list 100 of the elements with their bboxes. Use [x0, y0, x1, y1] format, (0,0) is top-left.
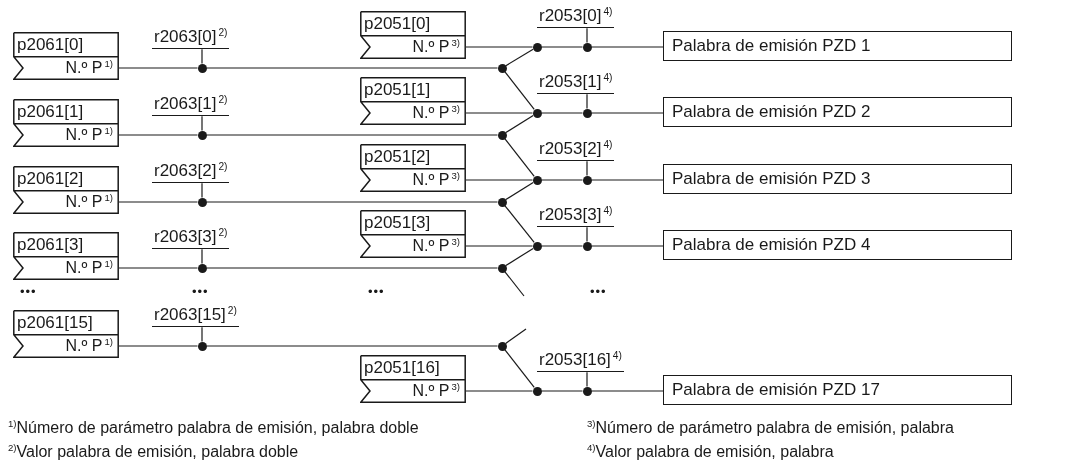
junction-dot: [582, 175, 592, 185]
signal-line: [118, 201, 199, 203]
signal-line: [590, 390, 664, 392]
output-label: Palabra de emisión PZD 3: [672, 168, 871, 191]
parameter-label: r2053[0]$^{4)}$: [537, 5, 615, 28]
junction-dot: [197, 263, 207, 273]
signal-line: [205, 67, 499, 69]
parameter-box: [360, 209, 466, 258]
junction-dot: [497, 63, 507, 73]
output-label: Palabra de emisión PZD 1: [672, 35, 871, 58]
junction-dot: [197, 341, 207, 351]
signal-line: [465, 112, 534, 114]
signal-line: [590, 46, 664, 48]
parameter-box: [360, 10, 466, 59]
parameter-number: p2061[15]: [17, 311, 93, 333]
output-label: Palabra de emisión PZD 17: [672, 379, 880, 402]
parameter-number: p2061[3]: [17, 233, 84, 255]
junction-dot: [582, 241, 592, 251]
tap-line: [586, 226, 588, 243]
signal-line: [118, 67, 199, 69]
signal-line: [465, 46, 534, 48]
signal-line: [118, 267, 199, 269]
signal-line: [118, 134, 199, 136]
parameter-number: p2051[16]: [364, 356, 440, 378]
parameter-label: r2063[15]$^{2)}$: [152, 304, 239, 327]
junction-dot: [497, 341, 507, 351]
connector-label: N.º P$^{3)}$: [412, 35, 460, 57]
tap-line: [586, 27, 588, 44]
footnote: $^{2)}$Valor palabra de emisión, palabra doble: [7, 442, 299, 462]
parameter-box: [13, 309, 119, 358]
parameter-box: [13, 231, 119, 280]
output-label: Palabra de emisión PZD 4: [672, 234, 871, 257]
tap-line: [201, 182, 203, 199]
junction-dot: [497, 130, 507, 140]
junction-dot: [532, 108, 542, 118]
signal-line: [504, 270, 525, 297]
junction-dot: [582, 42, 592, 52]
connector-label: N.º P$^{3)}$: [412, 101, 460, 123]
connector-label: N.º P$^{1)}$: [65, 123, 113, 145]
signal-line: [505, 114, 534, 134]
junction-dot: [532, 42, 542, 52]
signal-line: [540, 46, 584, 48]
signal-line: [205, 134, 499, 136]
connector-label: N.º P$^{1)}$: [65, 190, 113, 212]
tap-line: [201, 248, 203, 265]
signal-line: [465, 390, 534, 392]
parameter-number: p2061[0]: [17, 33, 84, 55]
signal-line: [505, 328, 527, 344]
signal-line: [465, 245, 534, 247]
signal-line: [540, 390, 584, 392]
output-box: [663, 31, 1012, 62]
ellipsis: •••: [192, 284, 209, 299]
junction-dot: [197, 197, 207, 207]
signal-line: [205, 267, 499, 269]
parameter-box: [13, 31, 119, 80]
junction-dot: [532, 386, 542, 396]
parameter-label: r2063[0]$^{2)}$: [152, 26, 230, 49]
junction-dot: [582, 108, 592, 118]
tap-line: [201, 115, 203, 132]
signal-line: [590, 245, 664, 247]
connector-label: N.º P$^{1)}$: [65, 56, 113, 78]
parameter-box: [360, 76, 466, 125]
signal-line: [118, 345, 199, 347]
signal-line: [540, 112, 584, 114]
junction-dot: [532, 175, 542, 185]
output-label: Palabra de emisión PZD 2: [672, 101, 871, 124]
tap-line: [586, 371, 588, 388]
parameter-label: r2053[3]$^{4)}$: [537, 204, 615, 227]
parameter-number: p2051[3]: [364, 211, 431, 233]
parameter-box: [13, 165, 119, 214]
ellipsis: •••: [368, 284, 385, 299]
tap-line: [201, 326, 203, 343]
connector-label: N.º P$^{1)}$: [65, 256, 113, 278]
tap-line: [586, 93, 588, 110]
signal-line: [505, 181, 534, 201]
parameter-label: r2063[1]$^{2)}$: [152, 93, 230, 116]
junction-dot: [197, 63, 207, 73]
footnote: $^{4)}$Valor palabra de emisión, palabra: [586, 442, 834, 462]
ellipsis: •••: [20, 284, 37, 299]
output-box: [663, 230, 1012, 261]
signal-line: [504, 70, 535, 111]
junction-dot: [497, 197, 507, 207]
signal-line: [504, 348, 535, 389]
junction-dot: [197, 130, 207, 140]
footnote: $^{3)}$Número de parámetro palabra de emisión, palabra: [586, 418, 954, 438]
connector-label: N.º P$^{1)}$: [65, 334, 113, 356]
signal-line: [205, 345, 499, 347]
output-box: [663, 97, 1012, 128]
signal-line: [505, 247, 534, 267]
signal-line: [590, 112, 664, 114]
parameter-number: p2061[1]: [17, 100, 84, 122]
parameter-number: p2061[2]: [17, 167, 84, 189]
signal-line: [590, 179, 664, 181]
parameter-label: r2053[16]$^{4)}$: [537, 349, 624, 372]
junction-dot: [582, 386, 592, 396]
connector-label: N.º P$^{3)}$: [412, 168, 460, 190]
junction-dot: [497, 263, 507, 273]
signal-line: [505, 48, 534, 67]
ellipsis: •••: [590, 284, 607, 299]
connector-label: N.º P$^{3)}$: [412, 234, 460, 256]
